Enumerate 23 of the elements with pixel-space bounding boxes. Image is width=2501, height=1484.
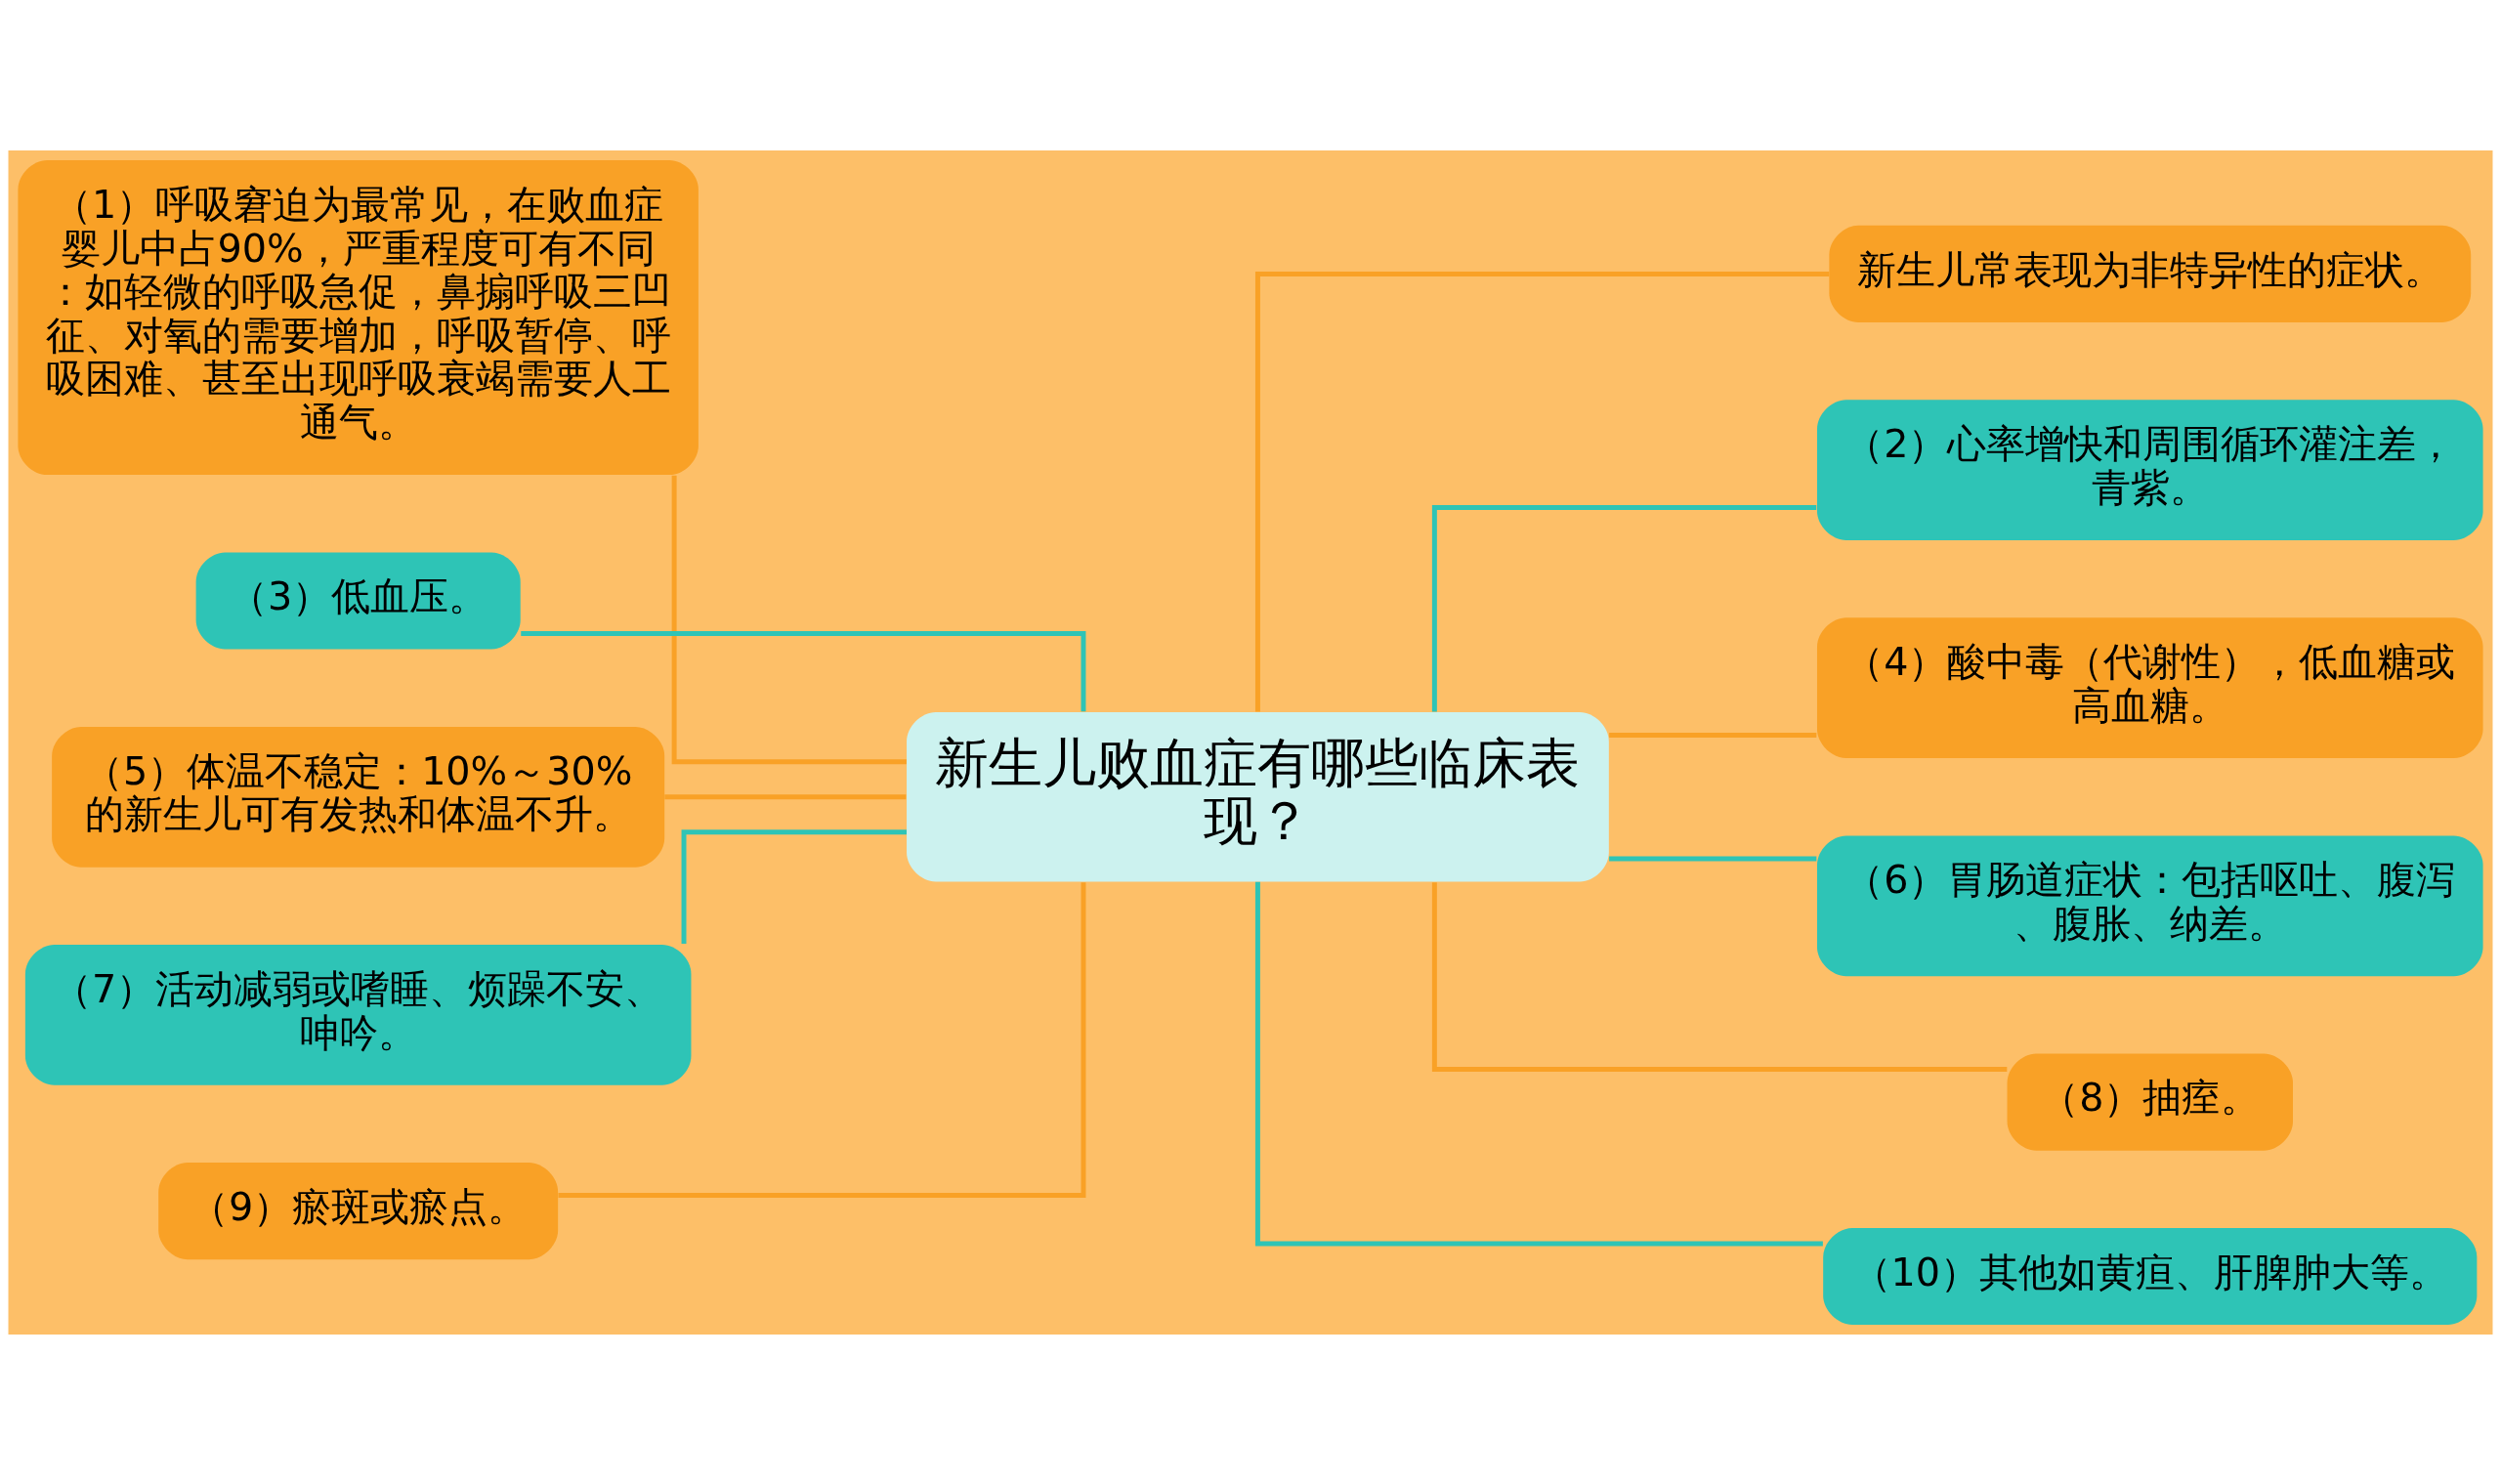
- connector: [1254, 881, 1823, 1247]
- connector: [1609, 856, 1817, 861]
- connector: [1431, 504, 1817, 711]
- node-box: （1）呼吸窘迫为最常见，在败血症婴儿中占90%，严重程度可有不同：如轻微的呼吸急促，鼻搧呼吸三凹征、对氧的需要增加，呼吸暂停、呼吸困难、甚至出现呼吸衰竭需要人工通气。: [18, 159, 699, 475]
- connector: [671, 475, 907, 764]
- node-box: （5）体温不稳定：10%～30%的新生儿可有发热和体温不升。: [52, 726, 665, 868]
- node-box: （9）瘀斑或瘀点。: [158, 1162, 559, 1259]
- node-box: （7）活动减弱或嗜睡、烦躁不安、呻吟。: [24, 944, 692, 1085]
- connector: [1254, 271, 1830, 712]
- connector: [681, 828, 907, 944]
- connector: [558, 881, 1086, 1198]
- node-box: （4）酸中毒（代谢性），低血糖或高血糖。: [1817, 616, 2483, 758]
- node-box: （10）其他如黄疸、肝脾肿大等。: [1823, 1227, 2478, 1325]
- node-box: （6）胃肠道症状：包括呕吐、腹泻、腹胀、纳差。: [1817, 834, 2483, 976]
- node-box: （8）抽痓。: [2007, 1053, 2293, 1151]
- connector: [521, 630, 1086, 711]
- node-box: 新生儿败血症有哪些临床表现？: [907, 711, 1609, 881]
- connector: [1431, 881, 2008, 1072]
- node-box: （2）心率增快和周围循环灌注差，青紫。: [1817, 399, 2483, 540]
- connector: [664, 793, 907, 799]
- node-box: 新生儿常表现为非特异性的症状。: [1829, 225, 2472, 322]
- connector: [1609, 732, 1817, 738]
- node-box: （3）低血压。: [195, 551, 521, 650]
